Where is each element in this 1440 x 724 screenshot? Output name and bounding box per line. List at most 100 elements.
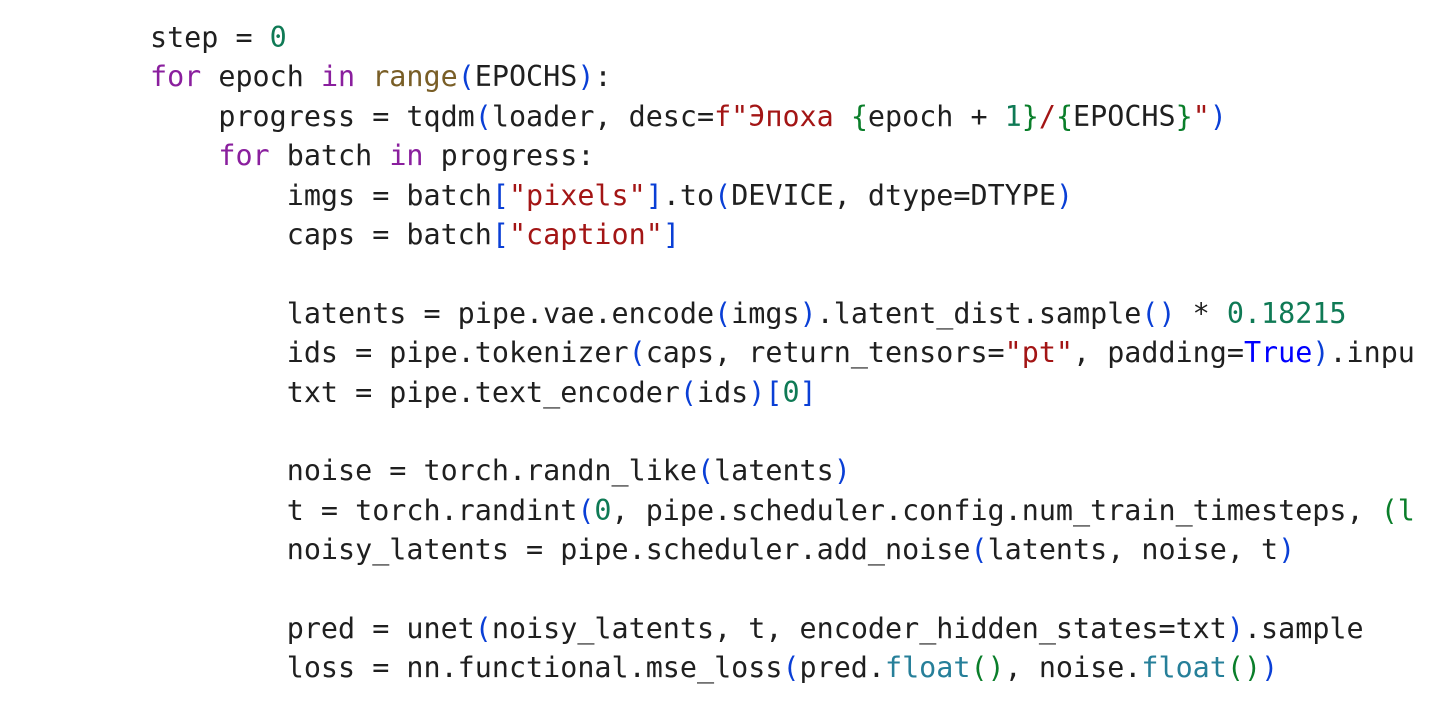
bracket-token: (	[474, 611, 492, 645]
code-text: batch	[269, 139, 390, 173]
bracket-token: )	[577, 60, 595, 94]
code-text: epoch	[201, 60, 321, 94]
bracket-token: )	[1226, 611, 1244, 645]
code-line: noise = torch.randn_like(latents)	[150, 451, 1415, 490]
code-text: EPOCHS	[1073, 99, 1176, 133]
keyword-token: for	[218, 139, 270, 173]
code-text: .to	[662, 178, 715, 212]
code-text: txt = pipe.text_encoder	[286, 375, 680, 409]
indent	[150, 297, 287, 330]
number-token: 1	[1004, 99, 1022, 133]
code-line: caps = batch["caption"]	[150, 215, 1415, 254]
builtin-token: range	[372, 60, 458, 94]
string-token: "pt"	[1004, 336, 1074, 370]
code-text: :	[594, 60, 612, 94]
code-line	[150, 569, 1415, 608]
code-text: .sample	[1243, 611, 1364, 645]
indent	[150, 336, 287, 369]
bracket-token: (	[970, 533, 988, 567]
number-token: 0	[594, 493, 612, 527]
indent	[150, 454, 287, 487]
code-text: imgs = batch	[286, 178, 492, 212]
bracket-token: (	[714, 296, 732, 330]
code-text: progress = tqdm	[218, 99, 475, 133]
bracket-token: (	[782, 651, 800, 685]
code-text: caps, return_tensors=	[645, 336, 1005, 370]
code-line: latents = pipe.vae.encode(imgs).latent_d…	[150, 294, 1415, 333]
fstring-brace-token: ()	[970, 651, 1005, 685]
code-line	[150, 412, 1415, 451]
bracket-token: )	[1055, 178, 1074, 212]
code-line: txt = pipe.text_encoder(ids)[0]	[150, 373, 1415, 412]
string-token: "	[1192, 99, 1210, 133]
code-text: ids = pipe.tokenizer	[286, 336, 629, 370]
string-token: /	[1038, 99, 1056, 133]
code-text: EPOCHS	[474, 60, 578, 94]
code-text: latents = pipe.vae.encode	[286, 296, 715, 330]
code-text: step =	[150, 21, 270, 54]
code-text: epoch +	[867, 99, 1005, 133]
method-token: float	[1141, 651, 1227, 685]
code-line: for batch in progress:	[150, 136, 1415, 175]
string-token: f"Эпоха	[714, 99, 851, 133]
fstring-brace-token: ()	[1226, 651, 1262, 685]
bracket-token: ]	[645, 178, 663, 212]
code-line: for epoch in range(EPOCHS):	[150, 57, 1415, 96]
bracket-token: )	[833, 454, 851, 488]
bracket-token: )	[799, 296, 817, 330]
string-token: "pixels"	[508, 178, 646, 212]
code-text: DEVICE, dtype=DTYPE	[731, 178, 1056, 212]
number-token: 0	[782, 375, 800, 409]
fstring-brace-token: (l	[1380, 493, 1415, 527]
code-line: ids = pipe.tokenizer(caps, return_tensor…	[150, 333, 1415, 372]
bracket-token: )	[1209, 99, 1227, 133]
code-text: , noise.	[1004, 651, 1142, 685]
keyword-token: for	[150, 60, 202, 94]
indent	[150, 651, 287, 684]
code-text: .inpu	[1329, 336, 1415, 370]
code-text: caps = batch	[286, 217, 492, 251]
code-text: t = torch.randint	[286, 493, 578, 527]
bracket-token: (	[577, 493, 595, 527]
code-text: loss = nn.functional.mse_loss	[286, 651, 783, 685]
bracket-token: (	[474, 99, 492, 133]
number-token: 0.18215	[1226, 296, 1347, 330]
indent	[150, 612, 287, 645]
string-token: "caption"	[508, 217, 663, 251]
bracket-token: [	[491, 217, 509, 251]
code-text: ids	[696, 375, 749, 409]
code-text: latents	[714, 454, 834, 488]
code-line: t = torch.randint(0, pipe.scheduler.conf…	[150, 491, 1415, 530]
code-text: noise = torch.randn_like	[286, 454, 697, 488]
bracket-token: ]	[799, 375, 817, 409]
indent	[150, 218, 287, 251]
bracket-token: (	[679, 375, 697, 409]
code-text: progress:	[423, 139, 595, 173]
code-text	[355, 60, 372, 93]
code-text: noisy_latents, t, encoder_hidden_states=…	[491, 611, 1227, 645]
fstring-brace-token: {	[850, 99, 868, 133]
code-line: pred = unet(noisy_latents, t, encoder_hi…	[150, 609, 1415, 648]
code-text: , pipe.scheduler.config.num_train_timest…	[611, 493, 1381, 527]
number-token: 0	[269, 21, 287, 54]
indent	[150, 376, 287, 409]
code-line: noisy_latents = pipe.scheduler.add_noise…	[150, 530, 1415, 569]
code-line: imgs = batch["pixels"].to(DEVICE, dtype=…	[150, 176, 1415, 215]
code-text: latents, noise, t	[987, 533, 1279, 567]
indent	[150, 100, 218, 133]
code-text: pred = unet	[286, 611, 475, 645]
bracket-token: ()	[1141, 296, 1176, 330]
code-line: loss = nn.functional.mse_loss(pred.float…	[150, 648, 1415, 687]
code-line: progress = tqdm(loader, desc=f"Эпоха {ep…	[150, 97, 1415, 136]
keyword-token: in	[389, 139, 424, 173]
method-token: float	[885, 651, 971, 685]
code-text: pred.	[799, 651, 885, 685]
bracket-token: (	[457, 60, 475, 94]
bracket-token: )	[1261, 651, 1279, 685]
fstring-brace-token: }	[1021, 99, 1039, 133]
bracket-token: )	[1312, 336, 1330, 370]
code-line: step = 0	[150, 18, 1415, 57]
keyword-token: in	[320, 60, 356, 94]
